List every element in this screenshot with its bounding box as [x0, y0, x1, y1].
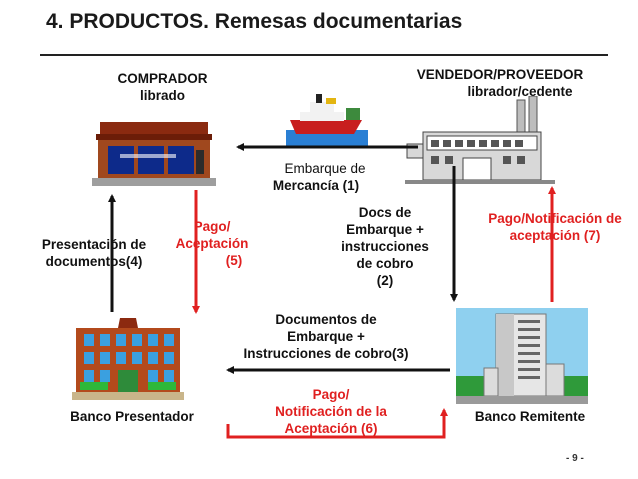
presenting-bank-label: Banco Presentador	[70, 409, 194, 424]
label-shipment: Embarque de Mercancía (1)	[272, 161, 366, 193]
label-payment-7: Pago/Notificación de aceptación (7)	[488, 211, 622, 243]
presenting-bank-icon	[72, 318, 184, 400]
seller-factory-icon	[405, 96, 555, 184]
label-documents-2: Docs de Embarque + instrucciones de cobr…	[341, 205, 429, 288]
title-rule	[40, 54, 608, 56]
ship-icon	[286, 94, 368, 146]
buyer-title: COMPRADOR	[117, 71, 208, 86]
label-payment-5: Pago/ Aceptación (5)	[175, 219, 249, 268]
slide-title: 4. PRODUCTOS. Remesas documentarias	[46, 10, 463, 33]
buyer-store-icon	[92, 122, 216, 186]
buyer-label: COMPRADOR librado	[100, 70, 225, 104]
remitting-bank-icon	[456, 308, 588, 404]
seller-label: VENDEDOR/PROVEEDOR librador/cedente	[380, 66, 620, 100]
label-documents-3: Documentos de Embarque + Instrucciones d…	[243, 312, 409, 361]
remitting-bank-label: Banco Remitente	[474, 409, 586, 424]
seller-title: VENDEDOR/PROVEEDOR	[416, 67, 584, 82]
seller-role: librador/cedente	[467, 84, 573, 99]
label-presentation-4: Presentación de documentos(4)	[41, 237, 147, 269]
page-number: - 9 -	[566, 453, 584, 464]
arrow-payment-6	[226, 408, 448, 439]
buyer-role: librado	[139, 88, 185, 103]
label-payment-6: Pago/ Notificación de la Aceptación (6)	[275, 387, 387, 436]
